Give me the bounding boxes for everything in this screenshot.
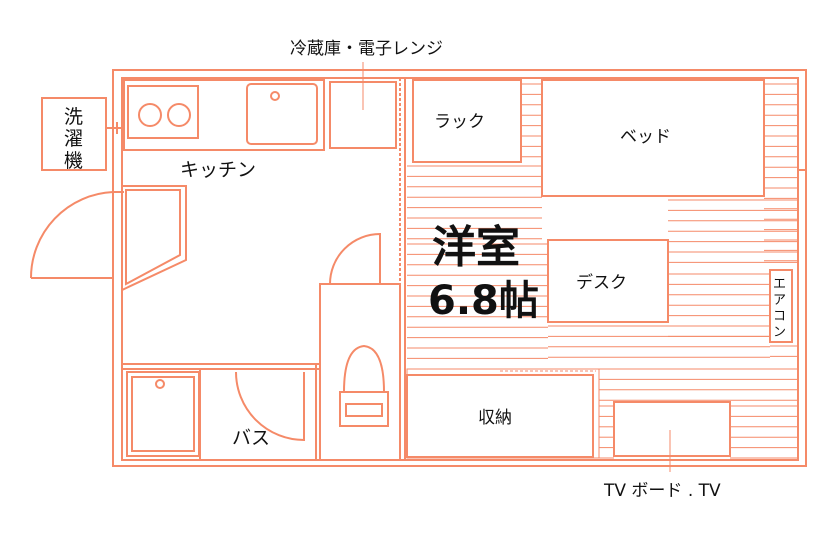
label-aircon-3: コ (773, 309, 786, 324)
rack (412, 79, 522, 163)
bath-drain-icon (155, 379, 165, 389)
toilet-room-wall (319, 283, 401, 461)
toilet-tank-inner (345, 403, 383, 417)
toilet-tank (339, 391, 389, 427)
label-room-size: 6.8帖 (428, 278, 539, 324)
washer (41, 97, 107, 171)
label-kitchen: キッチン (180, 159, 256, 181)
bath-door (235, 371, 305, 442)
burner-right-icon (167, 103, 191, 127)
label-tv-board: TV ボード . TV (603, 481, 721, 501)
stove (127, 85, 199, 139)
kitchen-sink (246, 83, 318, 145)
bathtub-inner (131, 376, 195, 452)
label-bath: バス (232, 427, 270, 449)
label-fridge-microwave: 冷蔵庫・電子レンジ (290, 39, 443, 59)
label-washer-1: 洗 (64, 106, 83, 128)
toilet-door (329, 232, 381, 285)
walls (112, 69, 807, 467)
label-washer-3: 機 (64, 150, 83, 172)
sink-drain-icon (270, 91, 280, 101)
bed (541, 79, 765, 197)
shoe-closet (121, 185, 187, 292)
label-bed: ベッド (620, 127, 671, 147)
fixtures (29, 62, 806, 472)
label-aircon-4: ン (773, 325, 786, 340)
label-room-name: 洋室 (432, 222, 520, 273)
label-aircon-1: エ (773, 277, 786, 292)
aircon (769, 269, 793, 343)
label-desk: デスク (576, 272, 627, 293)
toilet-bowl (342, 344, 386, 393)
shoe-closet-inner (125, 189, 181, 286)
storage (406, 374, 594, 458)
kitchen-counter (123, 79, 325, 151)
outer-wall-outer (112, 69, 807, 467)
burner-left-icon (138, 103, 162, 127)
label-storage: 収納 (478, 408, 512, 428)
label-aircon-2: ア (773, 293, 786, 308)
tv-board (613, 401, 731, 457)
label-washer-2: 濯 (64, 128, 83, 150)
desk (547, 239, 669, 323)
labels: 冷蔵庫・電子レンジ 洗 濯 機 キッチン ラック ベッド 洋室 6.8帖 デスク… (64, 39, 786, 501)
floor-pattern (407, 83, 798, 459)
label-rack: ラック (434, 112, 485, 132)
entrance-door (29, 191, 124, 297)
bathtub (126, 371, 200, 457)
